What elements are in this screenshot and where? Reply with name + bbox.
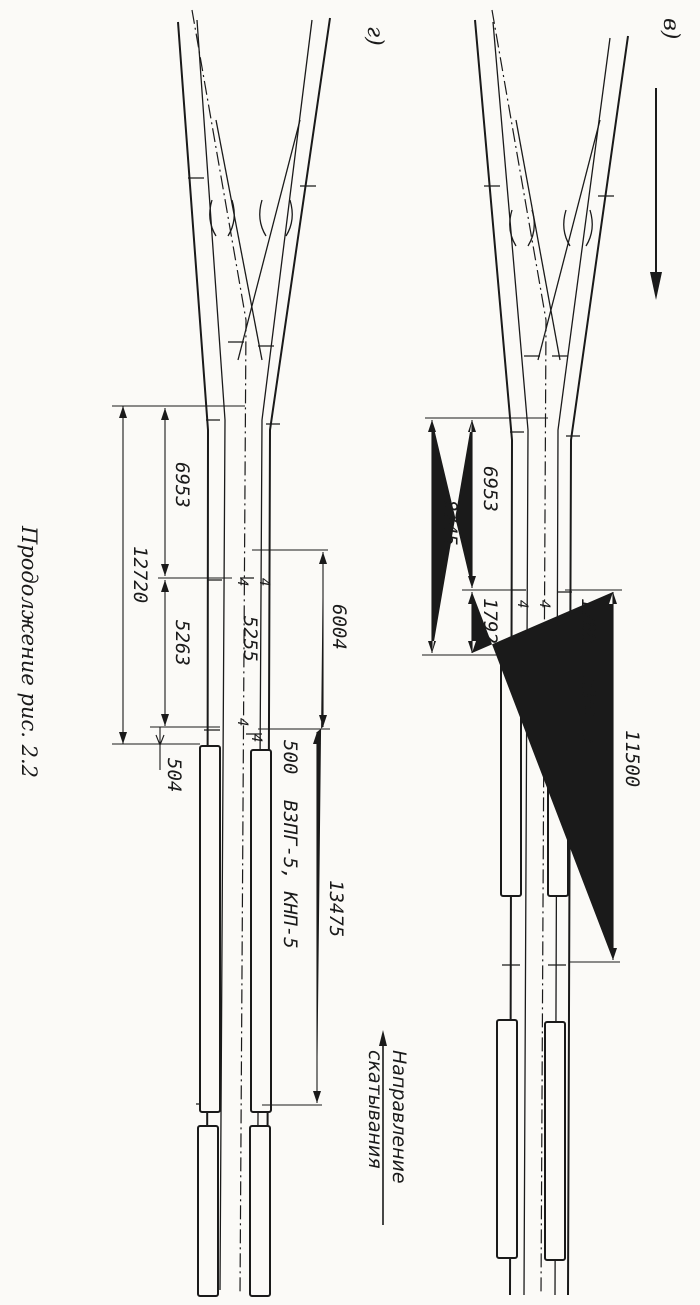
panel-v-label-1788: 1788 (577, 598, 599, 644)
panel-v-label-8745: 8745 (439, 500, 461, 546)
panel-v-label-4a: 4 (514, 600, 530, 608)
panel-g-guardrail-left (209, 199, 235, 237)
panel-g-retarder-left-1 (199, 745, 221, 1113)
panel-g-track-left-inner (196, 19, 226, 1291)
panel-g-label-6004: 6004 (328, 604, 350, 650)
panel-g-label-4b: 4 (256, 578, 272, 586)
panel-g-ext-lines (112, 405, 330, 1106)
rolling-direction-note: Направление скатывания (364, 1030, 410, 1225)
panel-v-frog-right (537, 119, 601, 361)
panel-v-frog-left (515, 119, 561, 361)
panel-v-label-retarder: ВЗПГ-3 (577, 676, 599, 745)
panel-g-label-retarder: ВЗПГ-5, КНП-5 (279, 800, 301, 949)
panel-v-retarder-right-2 (544, 1021, 566, 1261)
panel-g-frog-left (215, 119, 263, 361)
panel-g-label-500: 500 (279, 740, 301, 774)
panel-v-label-6953: 6953 (479, 466, 501, 512)
rolling-direction-line1: Направление (388, 1050, 410, 1184)
panel-v-arrowheads-2 (468, 592, 617, 960)
panel-v-guardrail-right (563, 209, 593, 247)
panel-g-frog-right (237, 119, 301, 361)
panel-g-axis (191, 9, 247, 1296)
panel-g-dim-504 (155, 727, 165, 770)
panel-v-axis (491, 9, 547, 1296)
panel-v-track-left-outer (474, 19, 514, 1296)
panel-g-label-13475: 13475 (325, 880, 347, 937)
panel-g-label-4c: 4 (234, 718, 250, 726)
panel-v-arrowheads (428, 420, 476, 653)
panel-v-track-right-inner (554, 37, 611, 1296)
panel-g-label-4a: 4 (234, 578, 250, 586)
panel-g-label-12720: 12720 (129, 546, 151, 603)
panel-v-track-right-outer (567, 35, 629, 1296)
panel-g: г) 6953 12720 5263 504 4 4 5255 4 4 6004… (112, 9, 387, 1297)
panel-g-label-6953: 6953 (171, 462, 193, 508)
panel-g-guardrail-right (259, 199, 293, 237)
panel-g-arrowheads-3 (313, 552, 327, 1103)
panel-g-arrowheads-2 (161, 408, 169, 726)
panel-g-label-504: 504 (163, 758, 185, 792)
figure-caption: Продолжение рис. 2.2 (17, 525, 41, 778)
panel-v-label-4b: 4 (536, 600, 552, 608)
panel-g-label-4d: 4 (248, 734, 264, 742)
panel-v-track-left-inner (492, 21, 529, 1296)
rolling-direction-line2: скатывания (364, 1050, 386, 1169)
rolling-direction-arrow-head (379, 1030, 387, 1046)
panel-v-label-11500: 11500 (621, 730, 643, 787)
panel-v-ext-lines (422, 417, 622, 963)
panel-g-label-5263: 5263 (171, 620, 193, 666)
panel-g-retarder-left-2 (197, 1125, 219, 1297)
panel-v: в) 6953 8745 1792 4 4 1788 ВЗПГ-3 11500 (422, 9, 683, 1296)
panel-g-retarder-right-2 (249, 1125, 271, 1297)
panel-v-guardrail-left (509, 209, 535, 247)
panel-g-letter: г) (362, 26, 387, 46)
panel-v-label-1792: 1792 (479, 598, 501, 644)
panel-g-retarder-right-1 (250, 749, 272, 1113)
panel-g-label-5255: 5255 (239, 616, 261, 662)
panel-v-letter: в) (658, 18, 683, 39)
direction-arrow-top-head (650, 272, 662, 300)
panel-v-retarder-left-2 (496, 1019, 518, 1259)
